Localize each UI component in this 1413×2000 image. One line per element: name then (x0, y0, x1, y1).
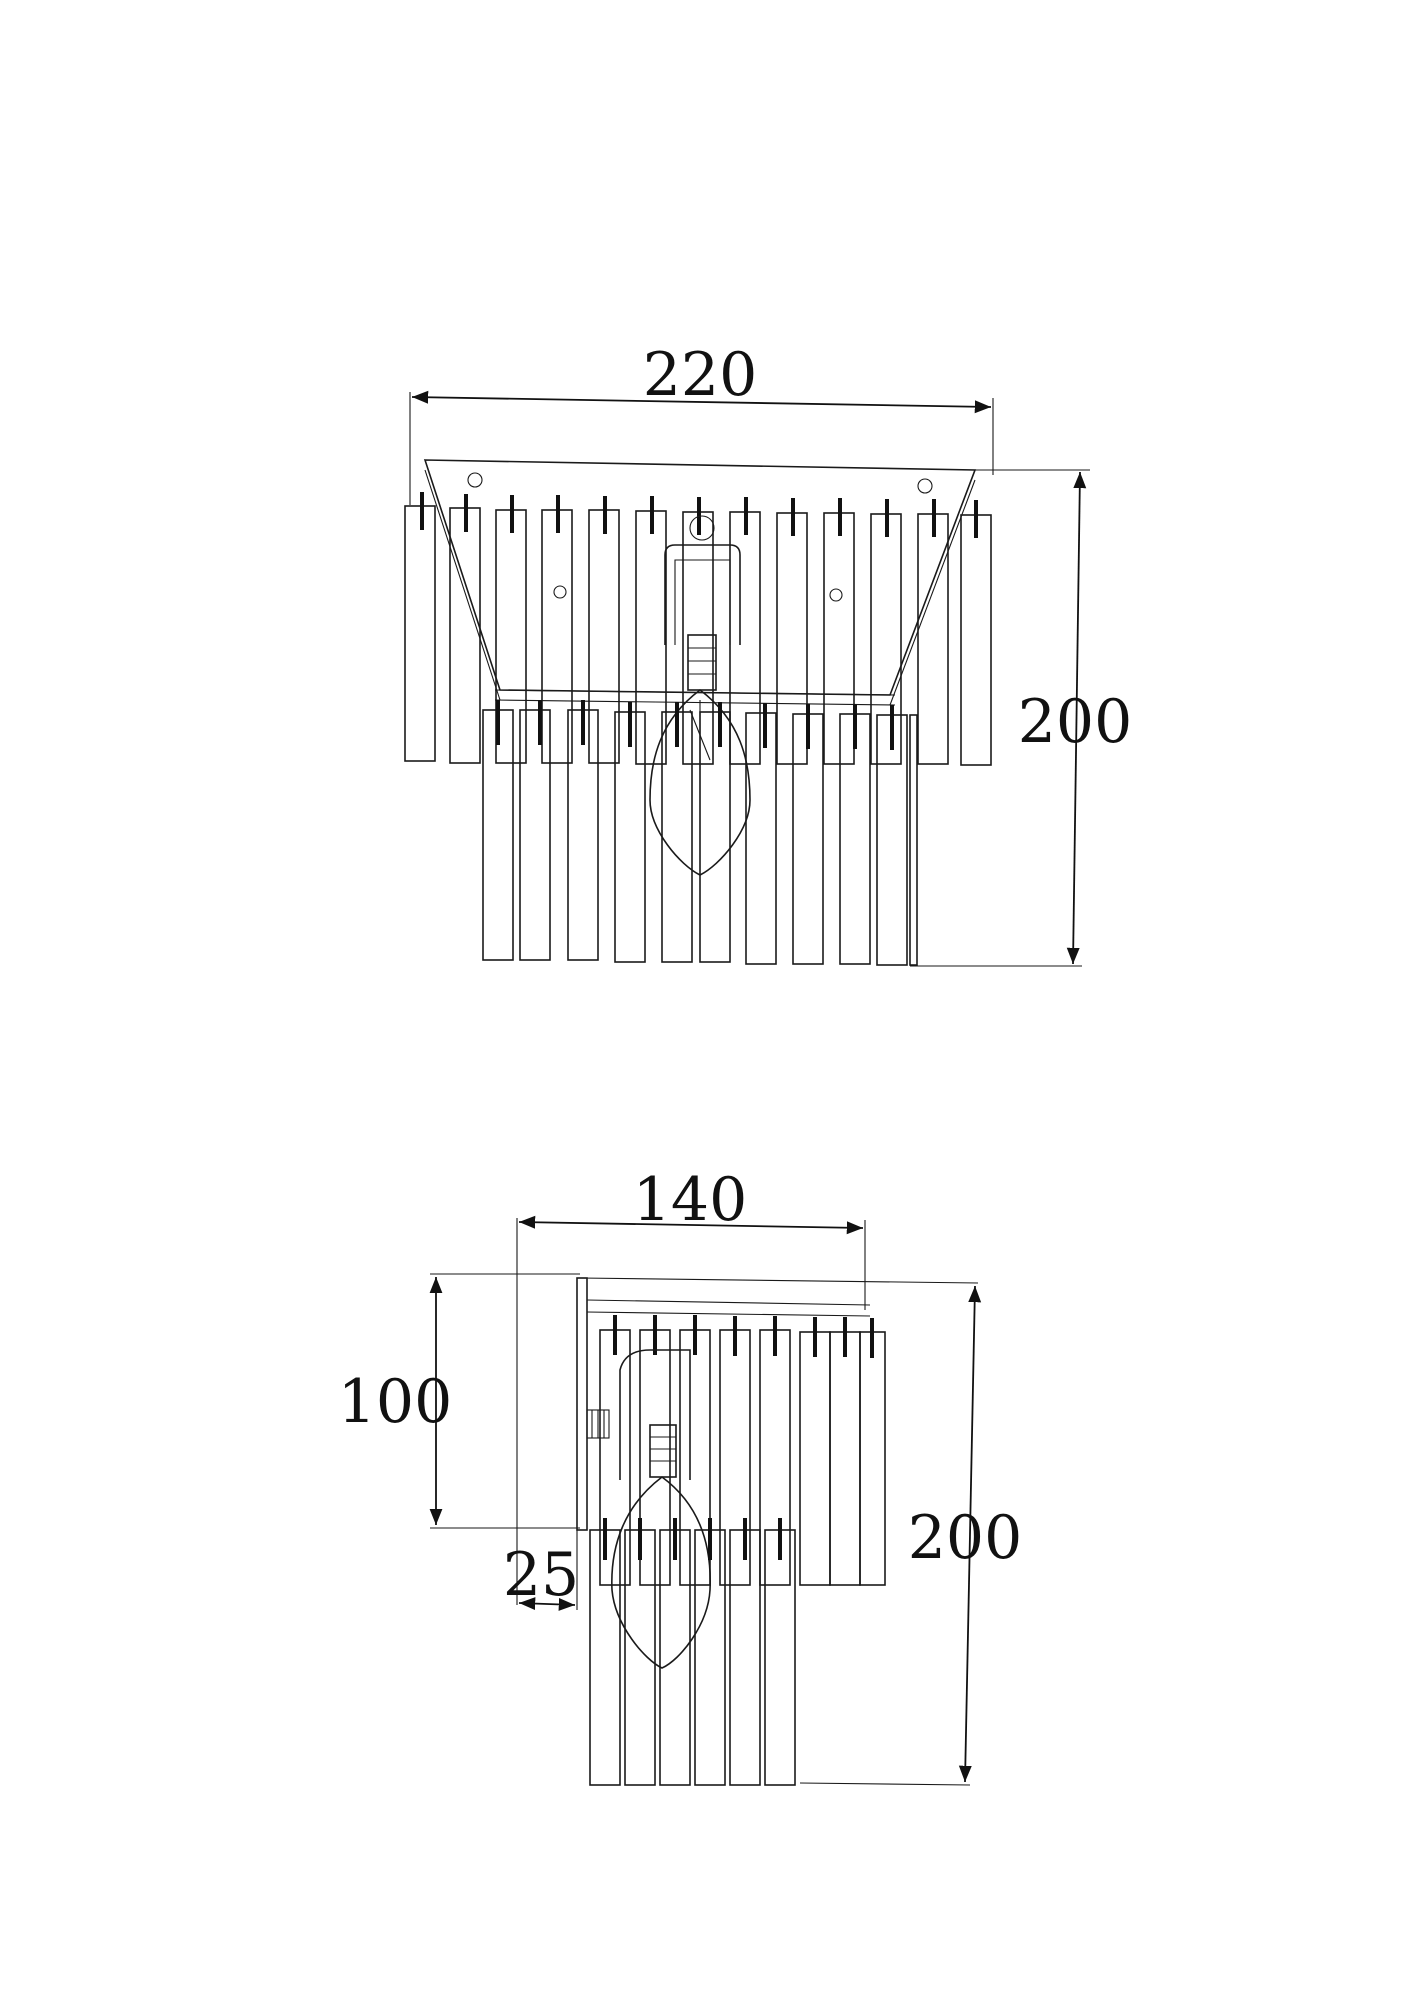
backplate-dimension: 100 (338, 1273, 580, 1529)
depth-label: 140 (633, 1165, 748, 1235)
side-height-label: 200 (908, 1503, 1023, 1573)
side-view: 140 100 200 25 (338, 1165, 1023, 1786)
canopy-frame (423, 459, 977, 706)
width-label: 220 (643, 340, 758, 410)
wall-backplate (576, 1277, 871, 1531)
side-upper-rods (599, 1315, 886, 1586)
offset-dimension: 25 (503, 1530, 579, 1611)
side-candle-bulb (611, 1476, 712, 1669)
backplate-label: 100 (338, 1367, 453, 1437)
side-lower-rods (589, 1518, 796, 1786)
upper-rod-row (404, 492, 992, 766)
offset-label: 25 (503, 1540, 579, 1610)
side-height-dimension: 200 (579, 1277, 1023, 1786)
depth-dimension: 140 (516, 1165, 866, 1605)
height-label: 200 (1018, 687, 1133, 757)
width-dimension: 220 (409, 340, 994, 505)
front-view: 220 200 (404, 340, 1133, 967)
lower-rod-row (482, 700, 918, 966)
side-lamp-holder (611, 1349, 712, 1669)
height-dimension: 200 (910, 469, 1133, 967)
